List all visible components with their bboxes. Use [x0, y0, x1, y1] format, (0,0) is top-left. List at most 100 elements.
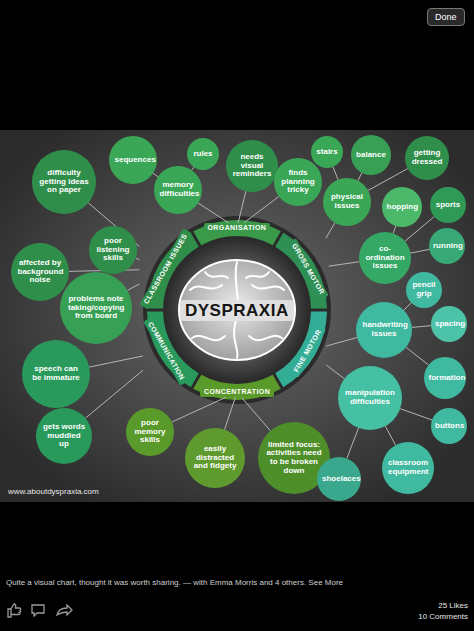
- title-node: DYSPRAXIA: [180, 300, 294, 321]
- connector-line: [333, 167, 338, 180]
- node-text: shoelaces: [322, 474, 361, 483]
- text-wrap: hopping: [387, 203, 418, 212]
- node-text: formation: [429, 373, 466, 382]
- symptom-circle: finds planning tricky: [274, 158, 322, 206]
- text-wrap: poor listening skills: [95, 237, 132, 263]
- connector-line: [242, 397, 271, 430]
- symptom-circle: shoelaces: [317, 457, 361, 501]
- symptom-circle: hopping: [382, 187, 422, 227]
- label-text: 25 Likes: [438, 601, 468, 610]
- chart-panel: [0, 130, 474, 502]
- connector-line: [393, 226, 395, 233]
- node-text: finds planning tricky: [281, 168, 314, 194]
- symptom-circle: handwriting issues: [356, 302, 412, 358]
- category-band: COMMUNICATION: [143, 317, 189, 386]
- text-wrap: DYSPRAXIA: [185, 300, 289, 321]
- text-wrap: stairs: [315, 148, 340, 157]
- text-wrap: GROSS MOTOR: [290, 242, 326, 296]
- node-text: DYSPRAXIA: [185, 301, 289, 320]
- text-wrap: manipulation difficulties: [345, 389, 395, 406]
- label-text: www.aboutdyspraxia.com: [8, 487, 99, 496]
- node-text: getting dressed: [412, 148, 443, 166]
- text-wrap: shoelaces: [322, 475, 356, 484]
- text-wrap: COMMUNICATION: [146, 321, 186, 382]
- symptom-circle: physical issues: [323, 178, 371, 226]
- node-text: CLASSROOM ISSUES: [142, 233, 188, 305]
- node-text: CONCENTRATION: [204, 388, 270, 395]
- text-wrap: CLASSROOM ISSUES: [142, 233, 189, 306]
- node-text: FINE MOTOR: [292, 328, 322, 373]
- node-text: affected by background noise: [18, 258, 64, 284]
- symptom-circle: easily distracted and fidgety: [185, 428, 245, 488]
- node-text: stairs: [316, 147, 337, 156]
- category-band: ORGANISATION: [204, 223, 271, 233]
- brain-glow: [165, 238, 309, 382]
- connector-line: [326, 223, 335, 238]
- text-wrap: balance: [356, 151, 387, 160]
- connector-line: [244, 196, 279, 223]
- caption: Quite a visual chart, thought it was wor…: [6, 578, 446, 588]
- category-band: CLASSROOM ISSUES: [139, 229, 192, 310]
- node-text: sports: [436, 200, 460, 209]
- node-text: manipulation difficulties: [345, 388, 395, 406]
- text-wrap: getting dressed: [410, 149, 444, 166]
- text-wrap: spacing: [435, 320, 463, 329]
- brain-fold: [252, 285, 284, 290]
- symptom-circle: affected by background noise: [11, 243, 69, 301]
- text-label: www.aboutdyspraxia.com: [8, 487, 99, 497]
- category-band: FINE MOTOR: [289, 324, 326, 378]
- brain-outline: [179, 260, 295, 360]
- symptom-circle: difficulty getting ideas on paper: [32, 150, 96, 214]
- caption-text: Quite a visual chart, thought it was wor…: [6, 578, 343, 587]
- brain-fold: [249, 336, 282, 340]
- text-wrap: pencil grip: [410, 281, 438, 298]
- label-text: 10 Comments: [418, 612, 468, 621]
- text-label: 10 Comments: [418, 612, 468, 622]
- text-wrap: CONCENTRATION: [204, 388, 270, 396]
- text-wrap: handwriting issues: [363, 321, 406, 338]
- symptom-circle: stairs: [311, 136, 343, 168]
- node-text: pencil grip: [412, 280, 435, 298]
- text-wrap: formation: [429, 374, 462, 383]
- comment-icon: [32, 605, 44, 616]
- text-wrap: gets words muddled up: [43, 423, 86, 449]
- like-icon: [8, 604, 21, 617]
- node-text: rules: [193, 149, 212, 158]
- node-text: spacing: [435, 319, 465, 328]
- node-text: physical issues: [331, 192, 363, 210]
- text-wrap: memory difficulties: [160, 181, 197, 198]
- symptom-circle: gets words muddled up: [36, 408, 92, 464]
- node-text: handwriting issues: [363, 320, 408, 338]
- node-text: COMMUNICATION: [147, 321, 186, 381]
- category-band: CONCENTRATION: [200, 387, 274, 397]
- node-text: Done: [435, 12, 457, 22]
- node-text: hopping: [387, 202, 419, 211]
- symptom-circle: running: [429, 228, 465, 264]
- node-text: gets words muddled up: [43, 422, 85, 448]
- node-text: buttons: [435, 421, 464, 430]
- text-wrap: limited focus: activities need to be bro…: [266, 441, 322, 476]
- symptom-circle: getting dressed: [405, 136, 449, 180]
- connector-line: [329, 262, 360, 266]
- node-text: poor memory skills: [134, 418, 165, 444]
- connector-line: [406, 347, 428, 365]
- text-wrap: FINE MOTOR: [292, 328, 323, 374]
- text-wrap: classroom equipment: [388, 459, 428, 476]
- node-text: speech can be immature: [32, 364, 80, 382]
- node-text: GROSS MOTOR: [291, 242, 326, 295]
- symptom-circle: needs visual reminders: [226, 140, 278, 192]
- node-text: ORGANISATION: [208, 224, 267, 231]
- brain-fold: [192, 336, 225, 340]
- symptom-circle: classroom equipment: [382, 442, 434, 494]
- node-text: sequences: [115, 155, 156, 164]
- symptom-circle: sports: [430, 187, 466, 223]
- node-text: classroom equipment: [388, 458, 428, 476]
- symptom-circle: memory difficulties: [154, 166, 202, 214]
- brain-fold: [205, 272, 228, 278]
- symptom-circle: sequences: [109, 136, 157, 184]
- connector-line: [136, 258, 140, 259]
- connector-line: [326, 338, 357, 347]
- node-text: difficulty getting ideas on paper: [39, 168, 88, 194]
- text-wrap: speech can be immature: [30, 365, 83, 382]
- connector-line: [238, 191, 246, 223]
